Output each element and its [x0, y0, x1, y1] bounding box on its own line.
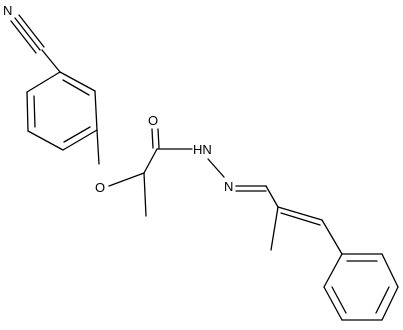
- propanamide-backbone: O HN: [143, 113, 212, 217]
- alkene-chain: [270, 206, 343, 255]
- carbonyl-oxygen-label: O: [148, 113, 158, 128]
- hydrazone-group: N: [207, 158, 279, 208]
- nitrile-nitrogen-label: N: [3, 3, 12, 18]
- imine-nitrogen-label: N: [224, 179, 233, 194]
- phenyl-ring: [323, 253, 399, 321]
- nh-label: HN: [193, 142, 212, 157]
- cyanophenyl-ring: [26, 71, 98, 151]
- nitrile-group: [10, 14, 61, 73]
- ether-linkage: O: [95, 129, 145, 195]
- ether-oxygen-label: O: [95, 180, 105, 195]
